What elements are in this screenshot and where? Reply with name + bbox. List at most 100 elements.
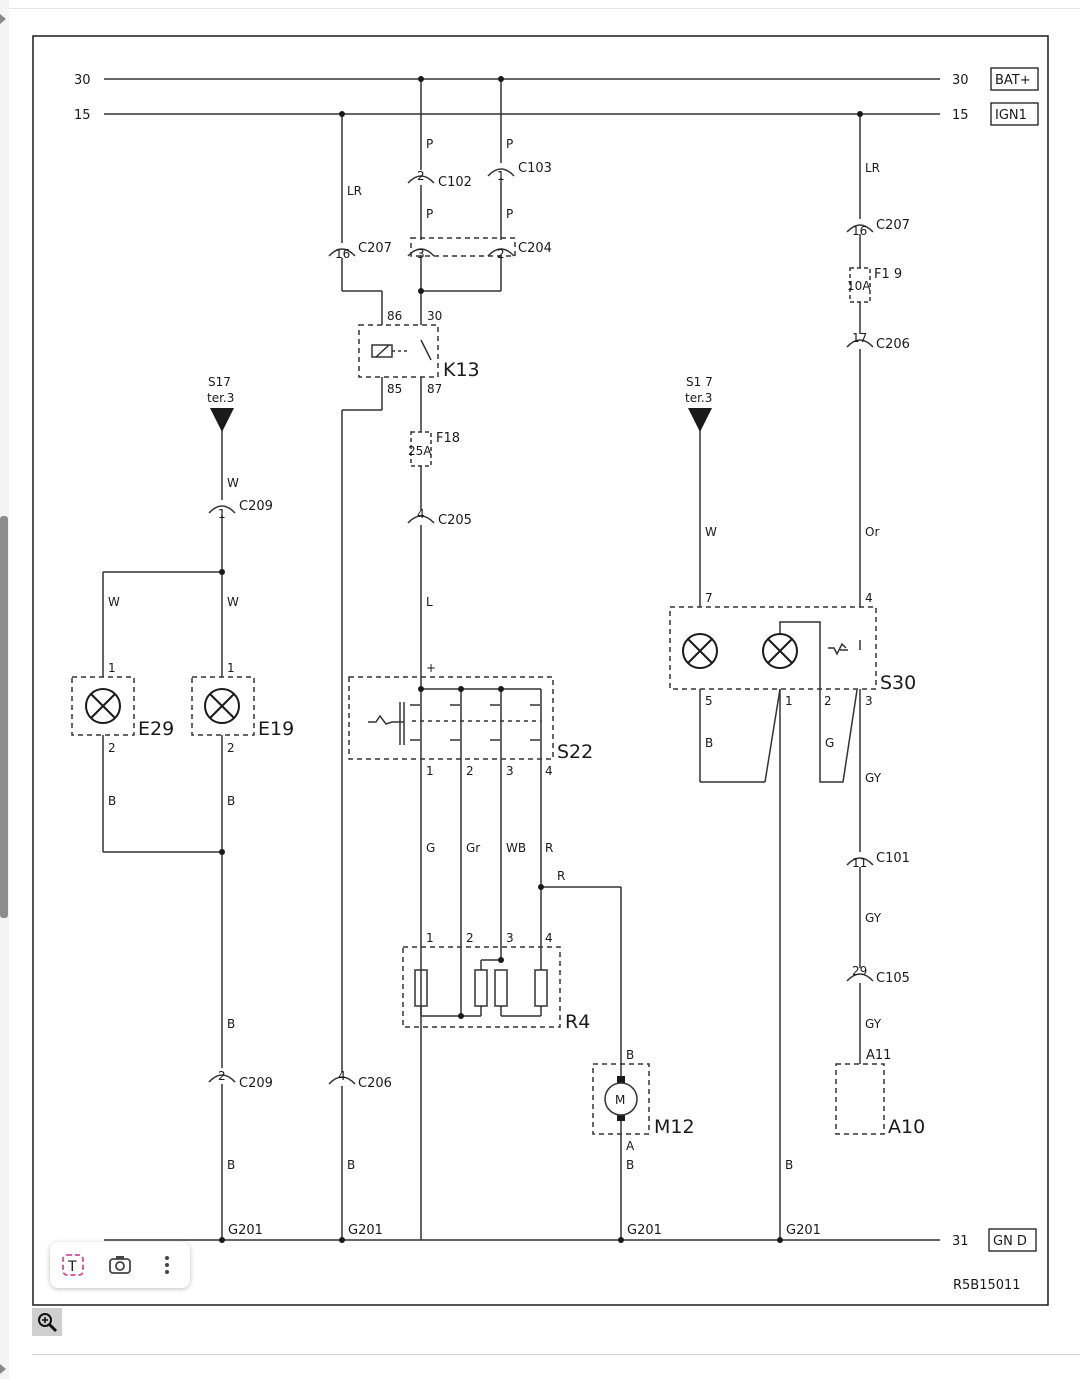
schematic-label: 2 [417,169,425,183]
schematic-label: 1 [218,507,226,521]
schematic-label: 4 [545,764,553,778]
schematic-label: WB [506,841,526,855]
s30-label: S30 [880,672,916,694]
f18-label: F18 [436,431,460,446]
schematic-label: A [626,1139,635,1153]
gnd-label: GN D [993,1234,1027,1249]
g201-label-3: G201 [627,1223,662,1238]
a11-label: A11 [866,1048,891,1063]
schematic-label: L [426,595,433,609]
schematic-label: GY [865,911,882,925]
g201-label-2: G201 [348,1223,383,1238]
schematic-label: 4 [338,1069,346,1083]
k13-label: K13 [443,359,480,381]
text-select-icon[interactable]: T [54,1246,92,1284]
c207-left-label: C207 [358,241,392,256]
rail-30-right: 30 [952,73,969,88]
schematic-label: 2 [108,741,116,755]
more-vertical-icon[interactable] [148,1246,186,1284]
c207-right-label: C207 [876,218,910,233]
schematic-label: P [506,207,513,221]
schematic-label: 87 [427,382,442,396]
schematic-label: R [545,841,553,855]
scrollbar-thumb[interactable] [0,516,8,918]
scroll-down-arrow-icon[interactable] [0,1364,6,1374]
a10-label: A10 [888,1116,925,1138]
zoom-in-icon[interactable] [32,1308,62,1336]
schematic-label: W [108,595,120,609]
schematic-label: 17 [852,331,867,345]
schematic-label: LR [865,161,880,175]
rail-15-right: 15 [952,108,969,123]
schematic-label: 2 [466,764,474,778]
schematic-label: 1 [785,694,793,708]
schematic-label: G [825,736,834,750]
schematic-label: B [227,1158,235,1172]
top-divider [0,8,1080,9]
c101-label: C101 [876,851,910,866]
c205-label: C205 [438,513,472,528]
schematic-label: W [705,525,717,539]
s17-left-label: S17 [208,375,231,389]
c209-bottom-label: C209 [239,1076,273,1091]
e29-label: E29 [138,718,174,740]
schematic-label: 4 [417,507,425,521]
c102-label: C102 [438,175,472,190]
schematic-label: 2 [218,1069,226,1083]
c206-right-label: C206 [876,337,910,352]
f19-label: F1 9 [874,267,902,282]
rail-31-right: 31 [952,1234,969,1249]
c204-label: C204 [518,241,552,256]
f18-rating: 25A [408,444,432,458]
r4-label: R4 [565,1011,590,1033]
ign-label: IGN1 [995,108,1027,123]
schematic-label: W [227,476,239,490]
s17-right-label: S1 7 [686,375,713,389]
schematic-label: 4 [545,931,553,945]
schematic-label: 3 [865,694,873,708]
bottom-divider [32,1354,1080,1355]
schematic-label: + [426,661,436,675]
schematic-label: B [705,736,713,750]
schematic-label: W [227,595,239,609]
e19-label: E19 [258,718,294,740]
schematic-label: 86 [387,309,402,323]
schematic-label: 2 [466,931,474,945]
schematic-label: B [626,1158,634,1172]
s22-label: S22 [557,741,593,763]
schematic-label: 1 [426,931,434,945]
schematic-label: P [426,137,433,151]
lamp-e29-icon [85,688,121,724]
schematic-label: Gr [466,841,480,855]
schematic-label: 16 [852,224,867,238]
diagram-code: R5B15011 [953,1278,1021,1293]
c209-top-label: C209 [239,499,273,514]
schematic-label: GY [865,771,882,785]
m12-label: M12 [654,1116,695,1138]
schematic-label: B [108,794,116,808]
schematic-label: GY [865,1017,882,1031]
schematic-label: B [227,794,235,808]
bat-label: BAT+ [995,73,1031,88]
rail-30-left: 30 [74,73,91,88]
lamp-s30b-icon [762,633,798,669]
schematic-label: 85 [387,382,402,396]
schematic-label: LR [347,184,362,198]
schematic-label: P [426,207,433,221]
schematic-label: 30 [427,309,442,323]
scroll-up-arrow-icon[interactable] [0,14,6,24]
floating-toolbar: T [50,1242,190,1288]
schematic-label: 2 [227,741,235,755]
g201-label-4: G201 [786,1223,821,1238]
diagram-frame [32,35,1049,1306]
f19-rating: 10A [847,279,871,293]
schematic-label: 5 [705,694,713,708]
camera-lens-icon[interactable] [101,1246,139,1284]
schematic-label: 29 [852,964,867,978]
schematic-label: 1 [426,764,434,778]
lamp-s30a-icon [682,633,718,669]
schematic-label: 7 [705,591,713,605]
g201-label-1: G201 [228,1223,263,1238]
rail-15-left: 15 [74,108,91,123]
schematic-label: 2 [497,247,505,261]
